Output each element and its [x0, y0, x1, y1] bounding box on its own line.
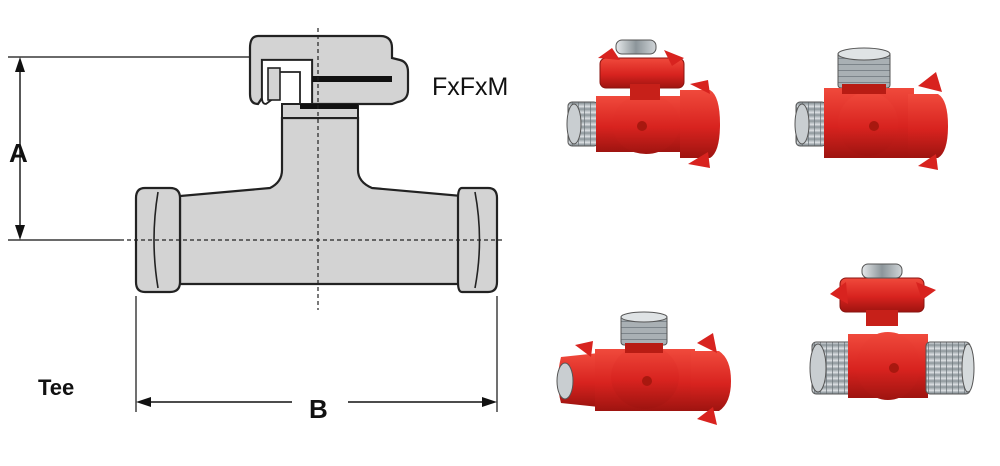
dimension-b-label: B — [309, 394, 328, 424]
tee-photo-top-left — [566, 39, 720, 168]
fitting-name-label: Tee — [38, 375, 74, 400]
dimension-a-label: A — [9, 138, 28, 168]
dimension-a-arrow — [15, 57, 25, 240]
tee-drawing: A — [8, 28, 508, 424]
tee-photo-bottom-left — [556, 311, 731, 425]
config-label: FxFxM — [432, 73, 508, 101]
tee-body — [134, 34, 499, 294]
dimension-b-arrow — [135, 296, 498, 412]
tee-photo-top-right — [794, 47, 948, 170]
tee-photo-bottom-right — [809, 263, 975, 400]
